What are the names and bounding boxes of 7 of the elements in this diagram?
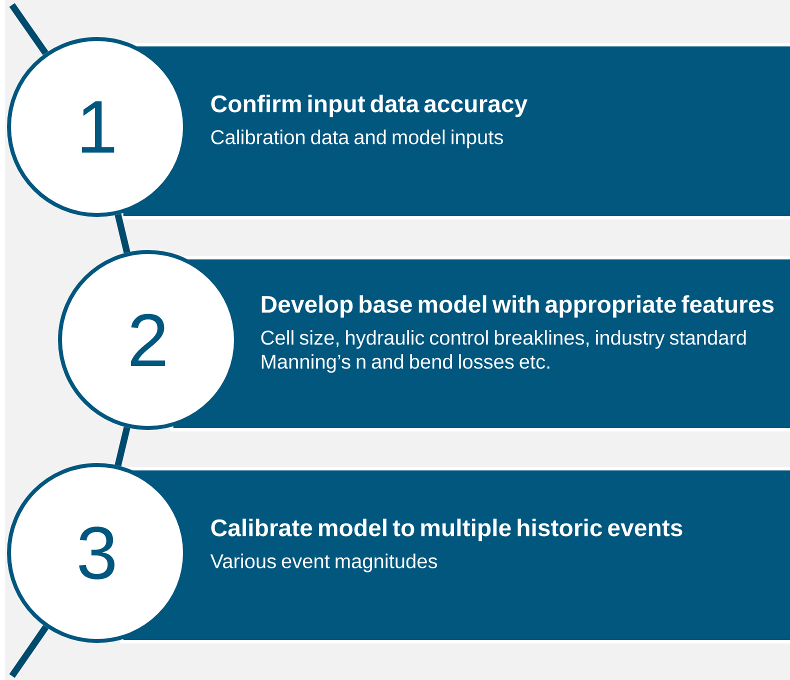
- step-band: Develop base model with appropriate features Cell size, hydraulic control breaklines, industry standard Manning’s n and bend losses etc.: [170, 256, 790, 432]
- connector-line: [9, 625, 49, 678]
- connector-line: [114, 214, 130, 254]
- step-band: Confirm input data accuracy Calibration data and model inputs: [120, 43, 790, 220]
- connector-line: [114, 426, 130, 466]
- step-band: Calibrate model to multiple historic events Various event magnitudes: [120, 467, 790, 644]
- connector-line: [9, 3, 48, 56]
